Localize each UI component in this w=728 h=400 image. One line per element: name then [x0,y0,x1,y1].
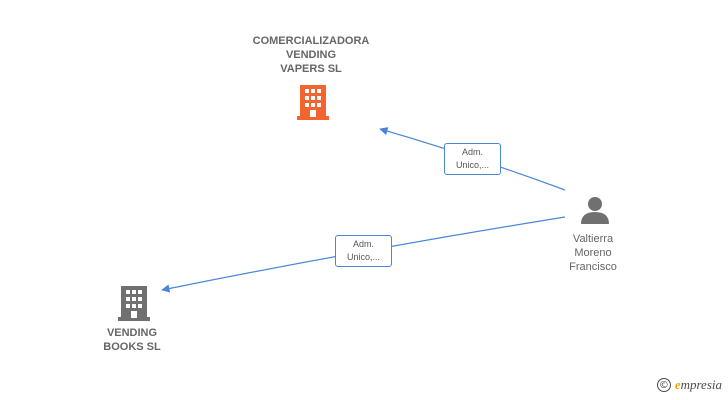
company-label-books[interactable]: VENDING BOOKS SL [103,327,161,353]
building-icon[interactable] [118,285,150,321]
person-label[interactable]: Valtierra Moreno Francisco [569,233,617,273]
edge-label-person-to-vapers[interactable]: Adm. Unico,... [444,143,501,175]
edge-label-person-to-books[interactable]: Adm. Unico,... [335,235,392,267]
brand-watermark: © empresia [656,376,722,394]
brand-name: empresia [674,377,722,392]
person-icon[interactable] [580,196,610,224]
company-label-vapers[interactable]: COMERCIALIZADORA VENDING VAPERS SL [252,35,370,75]
building-icon[interactable] [297,84,329,120]
copyright-icon: © [656,378,671,392]
